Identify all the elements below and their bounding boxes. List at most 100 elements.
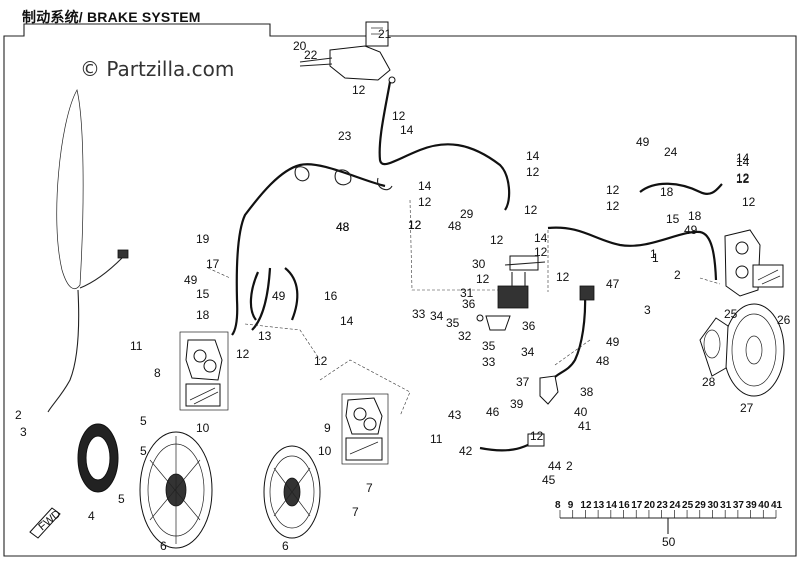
callout-49: 49 [272, 289, 286, 303]
callout-49: 49 [684, 223, 698, 237]
kit-item-37: 37 [733, 500, 745, 511]
fwd-arrow: FWD [29, 507, 63, 539]
callout-32: 32 [458, 329, 472, 343]
callout-8: 8 [154, 366, 161, 380]
callout-16: 16 [324, 289, 338, 303]
front-caliper-left [179, 331, 229, 411]
callout-3: 3 [644, 303, 651, 317]
callout-5: 5 [140, 444, 147, 458]
callout-12: 12 [526, 165, 540, 179]
kit-item-31: 31 [720, 500, 732, 511]
svg-text:FWD: FWD [36, 508, 63, 533]
callout-25: 25 [724, 307, 738, 321]
title: 制动系统/ BRAKE SYSTEM [22, 9, 201, 25]
callout-33: 33 [482, 355, 496, 369]
callout-14: 14 [340, 314, 354, 328]
callout-18: 18 [688, 209, 702, 223]
callout-12: 12 [490, 233, 504, 247]
callout-31: 31 [460, 286, 474, 300]
callout-20: 20 [293, 39, 307, 53]
rear-caliper [724, 229, 784, 297]
callout-21: 21 [378, 27, 392, 41]
kit-item-14: 14 [606, 500, 618, 511]
callout-6: 6 [282, 539, 289, 553]
callout-11: 11 [430, 432, 443, 446]
front-master-cylinder [299, 21, 396, 84]
callout-40: 40 [574, 405, 588, 419]
callout-14: 14 [400, 123, 414, 137]
callout-12: 12 [534, 245, 548, 259]
front-caliper-right [341, 393, 389, 465]
callout-49: 49 [636, 135, 650, 149]
callout-14: 14 [736, 155, 750, 169]
watermark: © Partzilla.com [80, 57, 235, 81]
callout-5: 5 [140, 414, 147, 428]
kit-item-40: 40 [758, 500, 770, 511]
kit-item-9: 9 [568, 500, 574, 511]
callout-44: 44 [548, 459, 562, 473]
front-caliper-hoses [249, 267, 299, 331]
callout-12: 12 [476, 272, 490, 286]
kit-item-25: 25 [682, 500, 694, 511]
front-brake-disc-left [139, 431, 213, 549]
callout-13: 13 [258, 329, 272, 343]
kit-item-23: 23 [657, 500, 669, 511]
abs-tone-ring [77, 423, 119, 493]
callout-24: 24 [664, 145, 678, 159]
front-brake-disc-right [263, 445, 321, 539]
callout-48: 48 [336, 220, 350, 234]
callout-2: 2 [674, 268, 681, 282]
callout-30: 30 [472, 257, 486, 271]
kit-item-8: 8 [555, 500, 561, 511]
callout-12: 12 [408, 218, 422, 232]
callout-6: 6 [160, 539, 167, 553]
guide-lines [207, 199, 721, 417]
kit-item-16: 16 [619, 500, 631, 511]
callout-15: 15 [196, 287, 210, 301]
callout-10: 10 [196, 421, 210, 435]
callout-2: 2 [15, 408, 22, 422]
callout-34: 34 [430, 309, 444, 323]
kit-item-24: 24 [669, 500, 681, 511]
callout-22: 22 [304, 48, 318, 62]
kit-item-29: 29 [695, 500, 707, 511]
callout-18: 18 [196, 308, 210, 322]
callout-48: 48 [596, 354, 610, 368]
callout-14: 14 [736, 151, 750, 165]
callout-12: 12 [392, 109, 406, 123]
callout-11: 11 [130, 339, 143, 353]
callout-41: 41 [578, 419, 592, 433]
callout-14: 14 [418, 179, 432, 193]
callout-12: 12 [524, 203, 538, 217]
kit-item-17: 17 [631, 500, 643, 511]
callout-48: 48 [336, 220, 350, 234]
callout-17: 17 [206, 257, 220, 271]
callout-2: 2 [566, 459, 573, 473]
callout-12: 12 [736, 172, 750, 186]
callout-12: 12 [736, 171, 750, 185]
callout-5: 5 [118, 492, 125, 506]
callout-45: 45 [542, 473, 556, 487]
callout-15: 15 [666, 212, 680, 226]
callout-7: 7 [352, 505, 359, 519]
callout-46: 46 [486, 405, 500, 419]
callout-49: 49 [184, 273, 198, 287]
callout-12: 12 [408, 218, 422, 232]
callout-47: 47 [606, 277, 620, 291]
front-brake-hose-main [231, 81, 511, 336]
callout-10: 10 [318, 444, 332, 458]
callout-28: 28 [702, 375, 716, 389]
callout-4: 4 [88, 509, 95, 523]
callout-35: 35 [446, 316, 460, 330]
callout-26: 26 [777, 313, 791, 327]
kit-item-30: 30 [707, 500, 719, 511]
callout-37: 37 [516, 375, 530, 389]
callout-19: 19 [196, 232, 210, 246]
callout-1: 1 [652, 251, 659, 265]
callout-12: 12 [556, 270, 570, 284]
callout-35: 35 [482, 339, 496, 353]
callout-43: 43 [448, 408, 462, 422]
kit-item-13: 13 [593, 500, 605, 511]
